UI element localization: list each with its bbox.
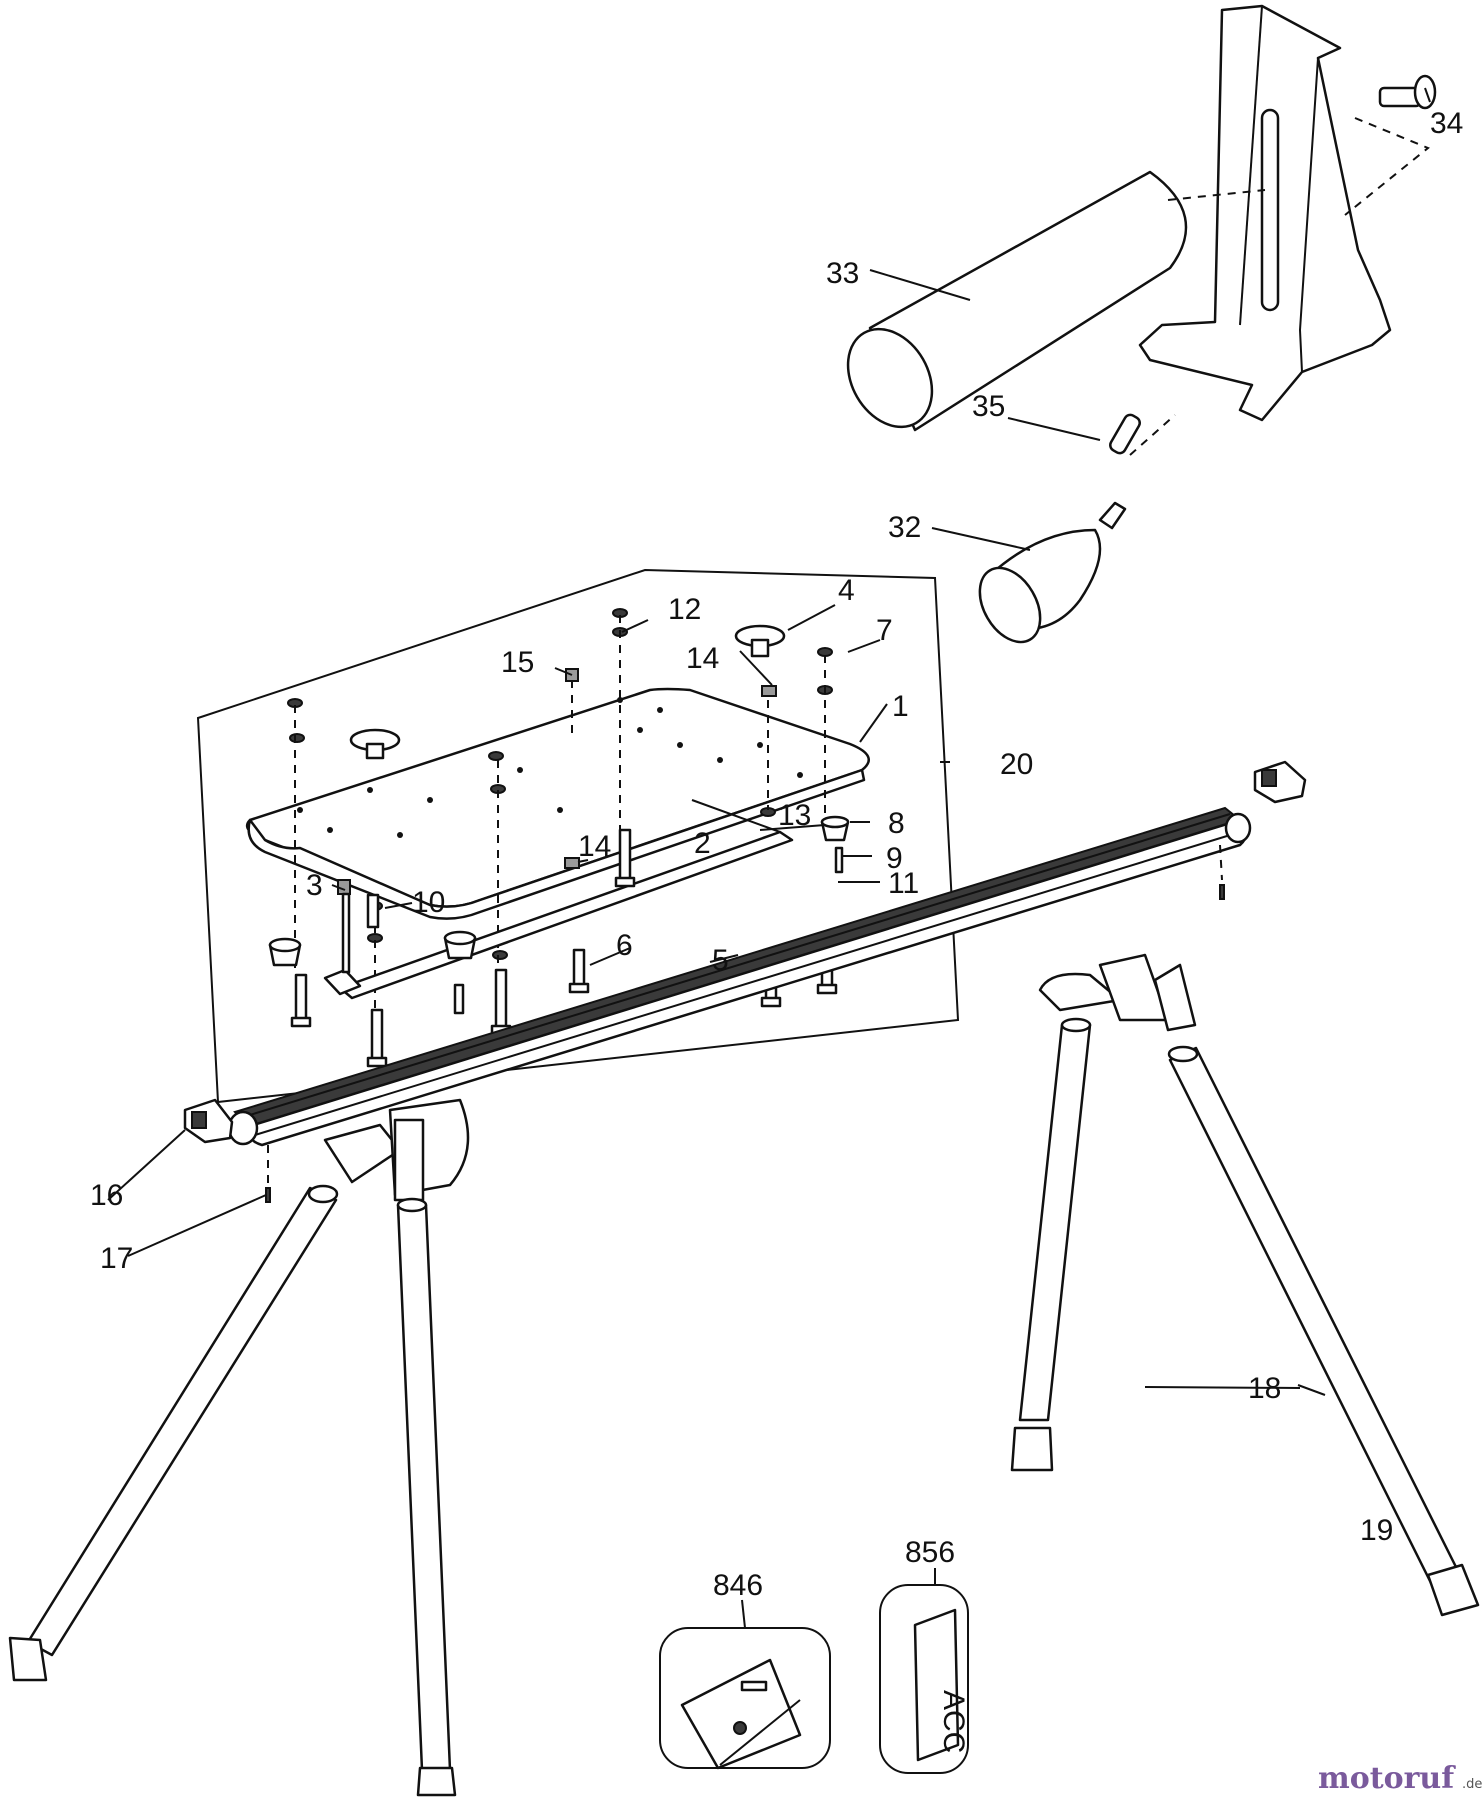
mounting-plate-1: [245, 687, 870, 920]
foot-19: [1010, 1426, 1054, 1472]
roller-support-assembly: [846, 4, 1437, 644]
label-card-856: ACC: [879, 1584, 970, 1774]
plate-holes: [297, 697, 803, 838]
callout-17: 17: [100, 1242, 133, 1275]
main-beam: [227, 806, 1252, 1147]
callout-19: 19: [1360, 1514, 1393, 1547]
watermark-logo: motoruf .de: [1318, 1761, 1482, 1796]
foot-19: [1426, 1563, 1480, 1617]
callout-3: 3: [306, 869, 323, 902]
callout-7: 7: [876, 614, 893, 647]
foot-19: [416, 1766, 457, 1797]
rubber-feet: [268, 815, 850, 967]
label-card-text: ACC: [937, 1690, 970, 1753]
detail-boundary: [196, 568, 960, 1104]
leg-front-left: [8, 1184, 339, 1682]
callout-16: 16: [90, 1179, 123, 1212]
watermark-brand: motoruf: [1318, 1761, 1456, 1796]
callout-12: 12: [668, 593, 701, 626]
nut-14-lower: [564, 857, 580, 869]
left-leg-bracket: [323, 1098, 470, 1202]
plate-knob: [349, 728, 401, 760]
leg-rear-right: [1167, 1045, 1480, 1617]
nut-14-upper: [761, 685, 777, 697]
callout-14-upper: 14: [686, 642, 719, 675]
callout-4: 4: [838, 574, 855, 607]
callout-846: 846: [713, 1569, 763, 1602]
callout-856: 856: [905, 1536, 955, 1569]
right-leg-bracket: [1038, 953, 1197, 1032]
callout-11: 11: [888, 867, 919, 900]
svg-text:motoruf: motoruf: [1318, 1761, 1456, 1796]
screw-17: [265, 1187, 271, 1203]
leg-front-right: [396, 1197, 457, 1797]
pin-35: [1109, 413, 1141, 455]
callout-1: 1: [892, 690, 909, 723]
end-clamp-16-left: [183, 1098, 234, 1144]
pin-9: [834, 846, 844, 874]
callout-6: 6: [616, 929, 633, 962]
callout-5: 5: [712, 944, 729, 977]
knob-4: [734, 624, 786, 658]
watermark-suffix: .de: [1462, 1777, 1482, 1792]
washers-and-nuts: [287, 608, 833, 960]
callout-2: 2: [694, 827, 711, 860]
callout-33: 33: [826, 257, 859, 290]
roller-tube-33: [846, 170, 1188, 432]
knob-32: [978, 501, 1127, 644]
leader-lines: [107, 87, 1431, 1629]
bracket-slot: [1260, 108, 1280, 312]
callout-15: 15: [501, 646, 534, 679]
callout-14-lower: 14: [578, 830, 611, 863]
clamp-3: [323, 879, 362, 996]
screw-10: [366, 893, 380, 929]
callout-20: 20: [1000, 748, 1033, 781]
end-clamp-16-right: [1253, 760, 1307, 804]
callout-35: 35: [972, 390, 1005, 423]
callout-13: 13: [778, 799, 811, 832]
callout-9: 9: [886, 842, 903, 875]
callout-18: 18: [1248, 1372, 1281, 1405]
callout-32: 32: [888, 511, 921, 544]
callout-10: 10: [412, 886, 445, 919]
callout-8: 8: [888, 807, 905, 840]
callout-34: 34: [1430, 107, 1463, 140]
leg-rear-left: [1010, 1017, 1092, 1472]
hardware-bag-846: [659, 1627, 831, 1770]
foot-19: [8, 1636, 48, 1682]
callout-labels: 33 35 32 34 12 15 14 4 7 1 20 13 8 2 9 1…: [90, 107, 1463, 1602]
stand-assembly: [8, 760, 1480, 1797]
